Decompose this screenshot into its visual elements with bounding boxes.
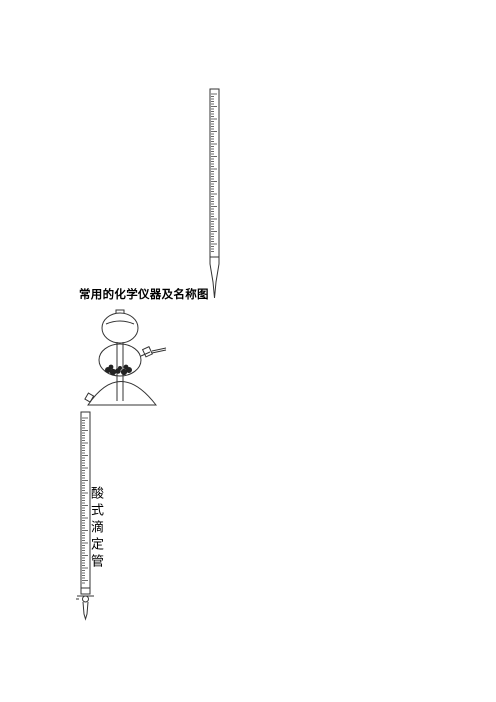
acid-burette-icon <box>76 411 94 621</box>
graduated-pipette-icon <box>209 88 220 299</box>
kipps-apparatus-icon <box>84 309 167 406</box>
page-title: 常用的化学仪器及名称图 <box>79 287 209 301</box>
burette-label: 酸式滴定管 <box>88 486 103 571</box>
